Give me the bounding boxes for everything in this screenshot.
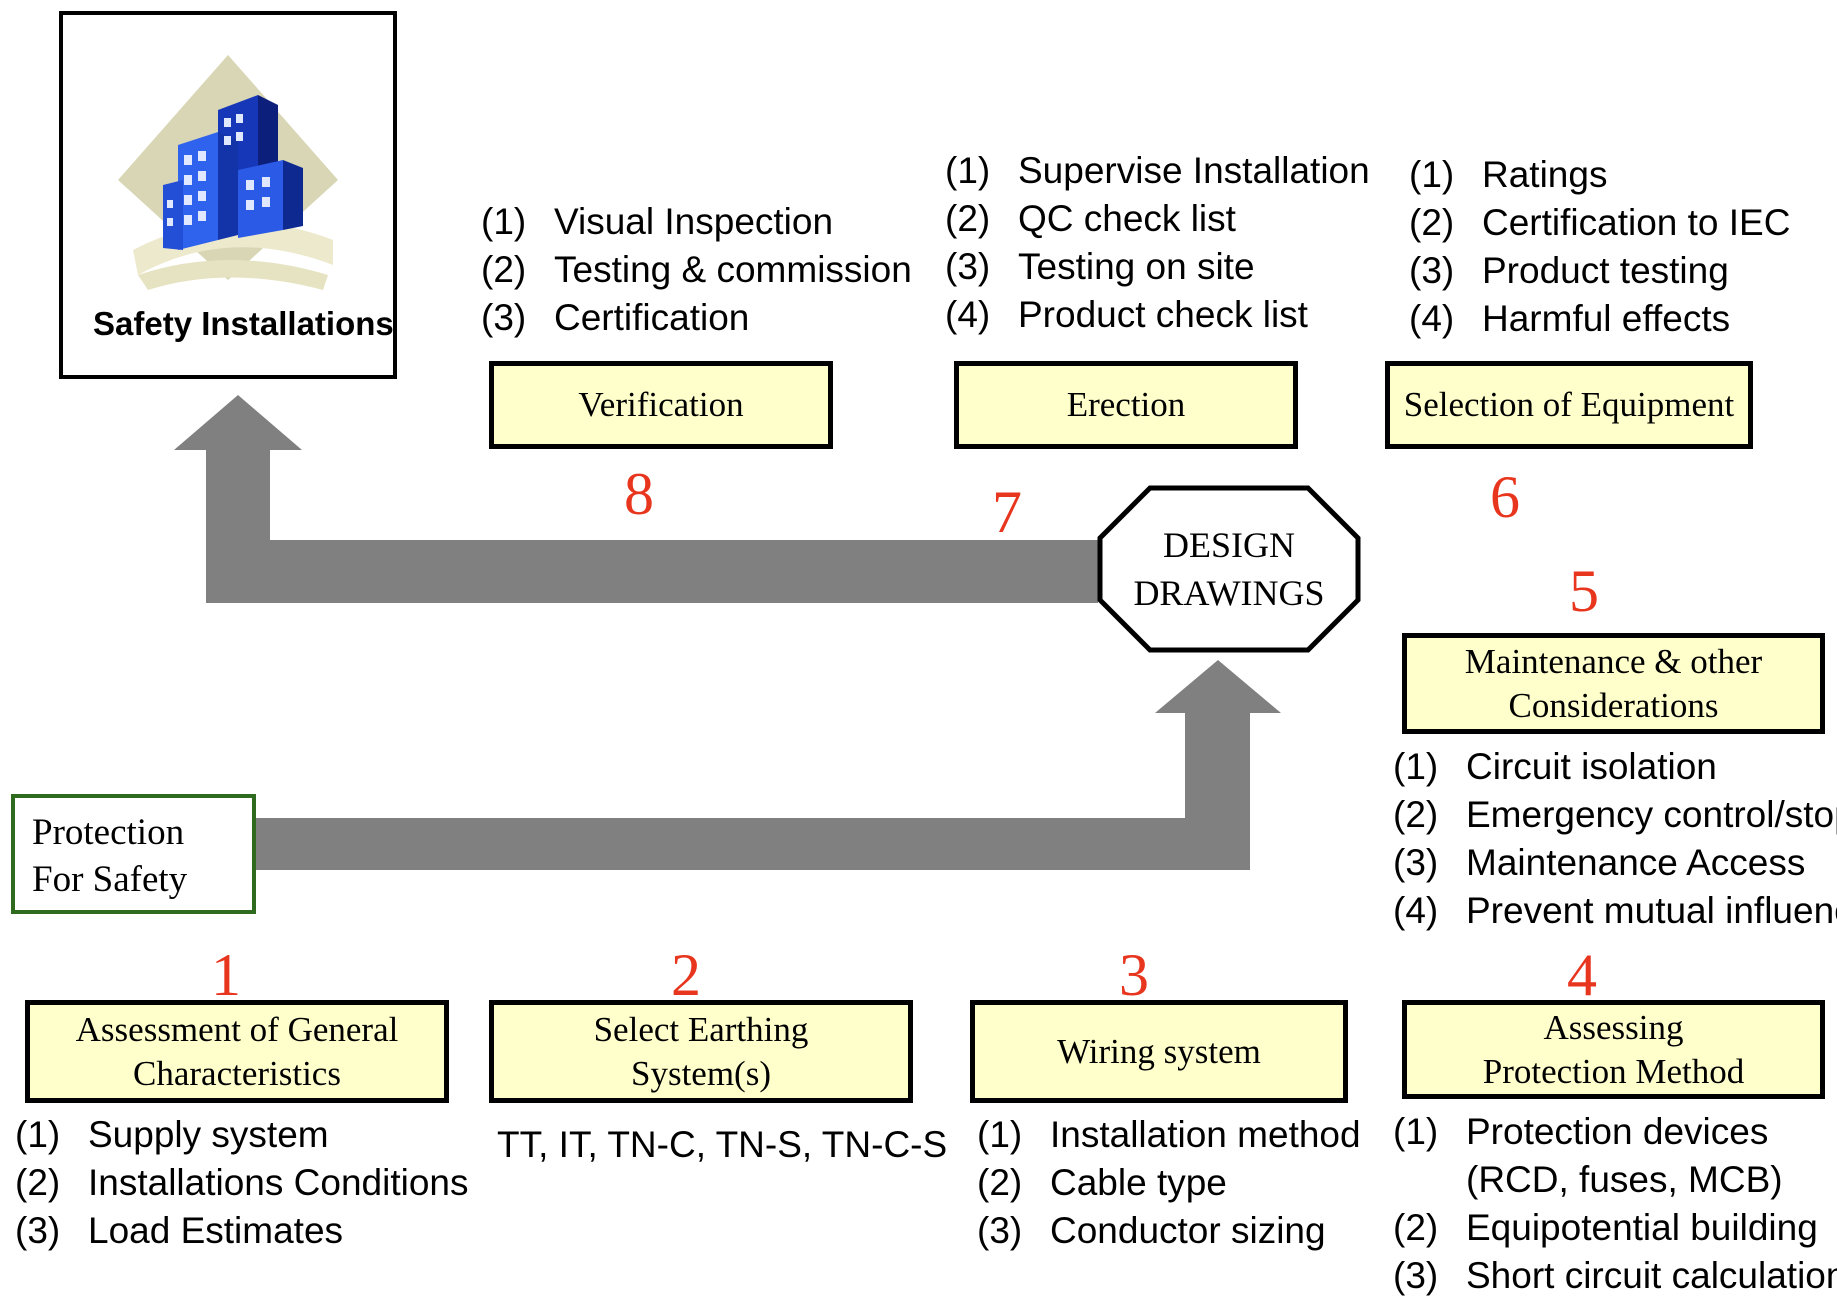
wiring-items: (1)Installation method (2)Cable type (3)… — [977, 1111, 1361, 1255]
list-item: (2)Equipotential building — [1393, 1207, 1818, 1248]
earthing-line2: System(s) — [630, 1053, 771, 1093]
list-item: (2)QC check list — [945, 198, 1236, 239]
list-item: (3)Short circuit calculations — [1393, 1255, 1837, 1296]
protection-line1: Protection — [32, 812, 185, 853]
protection-line2: For Safety — [32, 859, 188, 900]
list-item: (3)Maintenance Access — [1393, 842, 1806, 883]
verification-box: Verification — [489, 361, 833, 449]
list-item: (2)Installations Conditions — [15, 1162, 469, 1203]
verification-label: Verification — [578, 385, 744, 424]
assessment-line1: Assessment of General — [75, 1009, 399, 1049]
list-item: (1)Visual Inspection — [481, 201, 834, 242]
protection-for-safety-box: Protection For Safety — [11, 794, 256, 914]
list-item: (3)Certification — [481, 297, 750, 338]
safety-installations-logo-box: Safety Installations — [59, 11, 397, 379]
maintenance-line2: Considerations — [1508, 685, 1719, 725]
maintenance-line1: Maintenance & other — [1464, 641, 1763, 681]
step-number-6: 6 — [1490, 464, 1520, 530]
list-item: (3)Product testing — [1409, 250, 1729, 291]
earthing-box: Select Earthing System(s) — [489, 1000, 913, 1103]
selection-of-equipment-box: Selection of Equipment — [1385, 361, 1753, 449]
list-item: (4)Harmful effects — [1409, 298, 1731, 339]
step-number-4: 4 — [1567, 942, 1597, 1008]
verification-items: (1)Visual Inspection (2)Testing & commis… — [481, 198, 912, 342]
step-number-7: 7 — [992, 479, 1022, 545]
erection-items: (1)Supervise Installation (2)QC check li… — [945, 147, 1370, 339]
maintenance-items: (1)Circuit isolation (2)Emergency contro… — [1393, 743, 1837, 935]
assessing-line2: Protection Method — [1482, 1051, 1745, 1091]
list-item: (2)Emergency control/stop — [1393, 794, 1837, 835]
earthing-systems-text: TT, IT, TN-C, TN-S, TN-C-S — [497, 1124, 948, 1165]
wiring-system-label: Wiring system — [1057, 1031, 1261, 1071]
assessment-line2: Characteristics — [133, 1053, 341, 1093]
list-item: (1)Installation method — [977, 1114, 1361, 1155]
list-item: (3)Conductor sizing — [977, 1210, 1326, 1251]
design-line2: DRAWINGS — [1133, 573, 1325, 613]
list-item: (1)Protection devices (RCD, fuses, MCB) — [1393, 1111, 1783, 1200]
list-item: (2)Certification to IEC — [1409, 202, 1791, 243]
assessing-line1: Assessing — [1543, 1007, 1684, 1047]
step-number-1: 1 — [211, 942, 241, 1008]
step-number-8: 8 — [624, 461, 654, 527]
arrow-upper-icon — [174, 395, 1098, 603]
list-item: (3)Testing on site — [945, 246, 1255, 287]
design-line1: DESIGN — [1163, 525, 1295, 565]
equipment-items: (1)Ratings (2)Certification to IEC (3)Pr… — [1409, 151, 1790, 343]
list-item: (3)Load Estimates — [15, 1210, 344, 1251]
assessment-box: Assessment of General Characteristics — [25, 1000, 449, 1103]
step-number-2: 2 — [671, 942, 701, 1008]
list-item: (1)Supervise Installation — [945, 150, 1370, 191]
assessment-items: (1)Supply system (2)Installations Condit… — [15, 1111, 469, 1255]
erection-label: Erection — [1066, 385, 1186, 424]
list-item: (4)Prevent mutual influence — [1393, 890, 1837, 931]
list-item: (2)Cable type — [977, 1162, 1227, 1203]
list-item: (4)Product check list — [945, 294, 1308, 335]
logo-caption: Safety Installations — [93, 305, 394, 342]
list-item: (1)Supply system — [15, 1114, 329, 1155]
maintenance-box: Maintenance & other Considerations — [1402, 633, 1825, 734]
step-number-5: 5 — [1569, 558, 1599, 624]
step-number-3: 3 — [1119, 942, 1149, 1008]
assessing-items: (1)Protection devices (RCD, fuses, MCB) … — [1393, 1108, 1837, 1300]
erection-box: Erection — [954, 361, 1298, 449]
assessing-protection-box: Assessing Protection Method — [1402, 1000, 1825, 1099]
building-icon — [118, 55, 338, 290]
list-item: (1)Ratings — [1409, 154, 1608, 195]
design-drawings-label: DESIGN DRAWINGS — [1100, 521, 1358, 617]
selection-of-equipment-label: Selection of Equipment — [1403, 385, 1735, 424]
list-item: (2)Testing & commission — [481, 249, 912, 290]
list-item: (1)Circuit isolation — [1393, 746, 1717, 787]
earthing-line1: Select Earthing — [593, 1009, 809, 1049]
design-drawings-octagon — [1097, 485, 1361, 653]
arrow-lower-icon — [255, 660, 1281, 870]
wiring-system-box: Wiring system — [970, 1000, 1348, 1103]
